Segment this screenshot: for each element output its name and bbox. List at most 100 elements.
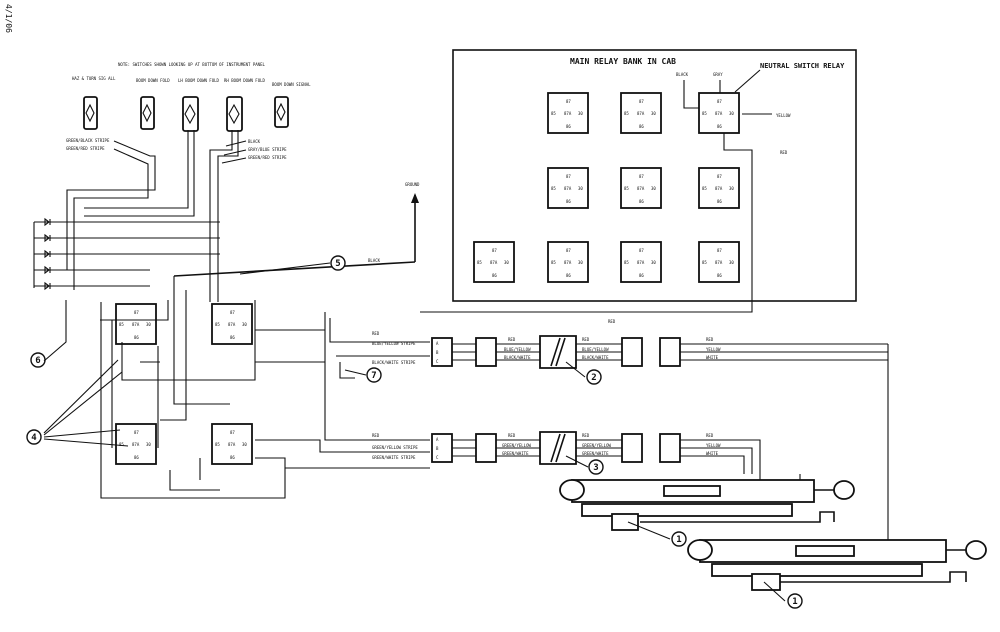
relay-pin-left: 85 xyxy=(215,322,220,327)
wire-label: BLACK xyxy=(676,72,689,77)
relay-pin-top: 87 xyxy=(492,248,497,253)
harness-label: YELLOW xyxy=(706,347,721,352)
relay-pin-mid: 30 xyxy=(651,186,656,191)
relay-pin-left: 85 xyxy=(624,260,629,265)
harness-label: GREEN/YELLOW STRIPE xyxy=(372,445,418,450)
harness-label: RED xyxy=(372,331,380,336)
switch-label: BOOM DOWN SIGNAL xyxy=(272,82,311,87)
callout-number: 3 xyxy=(593,463,598,473)
relay-pin-mid: 30 xyxy=(651,260,656,265)
pin-label: C xyxy=(436,359,439,364)
relay-pin-left: 85 xyxy=(551,111,556,116)
pin-label: C xyxy=(436,455,439,460)
relay-pin-top: 87 xyxy=(566,248,571,253)
boom-assembly-lower xyxy=(687,539,987,591)
relay-pin-center: 87A xyxy=(490,260,498,265)
harness-label: WHITE xyxy=(706,451,719,456)
callout-number: 5 xyxy=(335,259,340,269)
callout: 1 xyxy=(787,593,803,609)
relay-pin-bottom: 86 xyxy=(717,199,722,204)
harness-label: GREEN/WHITE xyxy=(582,451,609,456)
switch-lh-boom: LH BOOM DOWN FOLD xyxy=(178,78,220,132)
harness-label: GREEN/WHITE STRIPE xyxy=(372,455,416,460)
callout: 5 xyxy=(330,255,346,271)
callout-number: 1 xyxy=(676,535,681,545)
harness-bottom: RED GREEN/YELLOW STRIPE GREEN/WHITE STRI… xyxy=(372,431,761,474)
ground-label: GROUND xyxy=(405,182,420,187)
relay-pin-top: 87 xyxy=(639,248,644,253)
relay-pin-left: 85 xyxy=(702,186,707,191)
pin-label: A xyxy=(436,437,439,442)
harness-label: BLACK/WHITE xyxy=(582,355,609,360)
relay-pin-top: 87 xyxy=(717,99,722,104)
relay-pin-bottom: 86 xyxy=(639,273,644,278)
relay-pin-left: 85 xyxy=(551,186,556,191)
boom-assembly-upper xyxy=(559,474,855,531)
relay-pin-bottom: 86 xyxy=(717,124,722,129)
callout: 6 xyxy=(30,352,46,368)
black-wire-label: BLACK xyxy=(368,258,381,263)
relay-pin-center: 87A xyxy=(564,260,572,265)
harness-label: BLUE/YELLOW xyxy=(582,347,609,352)
relay-pin-center: 87A xyxy=(637,186,645,191)
relay-pin-center: 87A xyxy=(637,260,645,265)
relay-pin-mid: 30 xyxy=(242,442,247,447)
harness-label: GREEN/YELLOW xyxy=(502,443,531,448)
relay-pin-bottom: 86 xyxy=(566,199,571,204)
connector-pins: A B C A B C xyxy=(436,341,439,460)
callout: 7 xyxy=(366,367,382,383)
relay-pin-bottom: 86 xyxy=(717,273,722,278)
black-wire xyxy=(173,261,416,277)
relay-pin-center: 87A xyxy=(228,322,236,327)
relay-pin-left: 85 xyxy=(119,442,124,447)
switch-boom-signal: BOOM DOWN SIGNAL xyxy=(272,82,311,128)
relay-pin-left: 85 xyxy=(624,186,629,191)
callout-number: 7 xyxy=(371,371,376,381)
callout-number: 6 xyxy=(35,356,40,366)
red-label: RED xyxy=(608,319,616,324)
relay-pin-mid: 30 xyxy=(729,186,734,191)
switch-rh-boom: RH BOOM DOWN FOLD xyxy=(224,78,266,132)
relay-pin-mid: 30 xyxy=(651,111,656,116)
harness-label: RED xyxy=(706,433,714,438)
relay-pin-bottom: 86 xyxy=(230,455,235,460)
relay-bank-title: MAIN RELAY BANK IN CAB xyxy=(570,57,676,66)
diode xyxy=(44,217,51,227)
relay-pin-mid: 30 xyxy=(729,260,734,265)
relay-pin-center: 87A xyxy=(132,322,140,327)
diode-ladder xyxy=(33,217,220,291)
relay-pin-left: 85 xyxy=(119,322,124,327)
harness-label: BLUE/YELLOW xyxy=(504,347,531,352)
relay-pin-mid: 30 xyxy=(504,260,509,265)
relay-pin-center: 87A xyxy=(228,442,236,447)
harness-label: RED xyxy=(508,337,516,342)
callout: 4 xyxy=(26,429,42,445)
ground-arrow: GROUND xyxy=(405,182,420,262)
relay-pin-bottom: 86 xyxy=(639,199,644,204)
harness-label: WHITE xyxy=(706,355,719,360)
neutral-switch-label: NEUTRAL SWITCH RELAY xyxy=(760,62,845,70)
relay-pin-top: 87 xyxy=(134,430,139,435)
callout: 1 xyxy=(671,531,687,547)
relay-pin-bottom: 86 xyxy=(639,124,644,129)
relay-pin-bottom: 86 xyxy=(230,335,235,340)
harness-label: RED xyxy=(372,433,380,438)
switch-wires xyxy=(66,130,247,290)
callout-number: 1 xyxy=(792,597,797,607)
page-mark: 4/1/06 xyxy=(4,4,13,33)
harness-label: RED xyxy=(706,337,714,342)
relay-pin-bottom: 86 xyxy=(566,124,571,129)
diode xyxy=(44,281,51,291)
harness-label: RED xyxy=(582,337,590,342)
harness-label: RED xyxy=(508,433,516,438)
relay-pin-left: 85 xyxy=(702,260,707,265)
